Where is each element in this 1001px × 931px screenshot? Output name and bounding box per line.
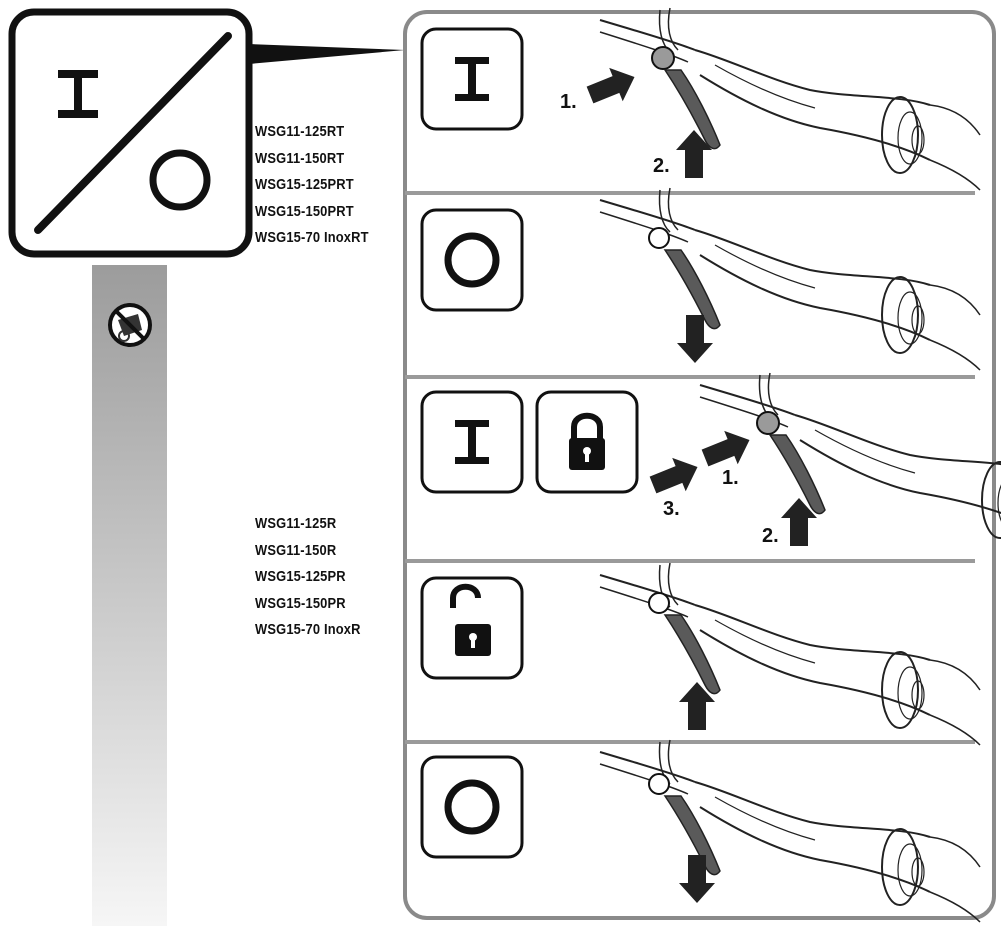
lock-button [648,227,670,249]
off-icon [420,208,524,312]
model-name: WSG15-70 InoxRT [255,229,369,246]
legend-slash [34,32,232,234]
model-name: WSG11-150RT [255,149,345,167]
model-name: WSG15-150PR [255,594,346,612]
model-name: WSG11-125RT [255,123,345,140]
model-name: WSG15-125PRT [255,176,354,193]
lock-button [648,592,670,614]
step-label-2: 2. [653,155,670,177]
locked-padlock-icon [535,390,639,494]
model-name: WSG15-70 InoxR [255,621,361,638]
step-2-switch-off [420,187,981,371]
on-off-legend-box [8,8,253,258]
on-icon [420,390,524,494]
step-3-switch-on-lock: 1. 2. 3. [420,372,1001,556]
lock-button [648,773,670,795]
step-label-1: 1. [560,91,577,113]
models-with-lock-list: WSG11-125RT WSG11-150RT WSG15-125PRT WSG… [255,119,369,252]
lock-button [651,46,675,70]
gradient-bar [92,265,167,926]
on-icon [420,27,524,131]
no-grinding-prohibition-icon [108,303,152,347]
models-without-lock-list: WSG11-125R WSG11-150R WSG15-125PR WSG15-… [255,511,361,644]
model-name: WSG15-125PR [255,568,346,585]
model-name: WSG11-150R [255,541,337,559]
step-1-switch-on: 1. 2. [420,7,981,191]
callout-pointer [249,44,405,64]
model-name: WSG11-125R [255,515,337,532]
unlocked-padlock-icon [420,576,524,680]
step-label-1: 1. [722,467,739,489]
lock-button [756,411,780,435]
step-label-3: 3. [663,498,680,520]
step-5-switch-off [420,739,981,923]
off-icon [420,755,524,859]
step-4-unlock [420,562,981,746]
on-symbol-large [58,70,98,118]
off-symbol-large [149,149,211,211]
step-label-2: 2. [762,525,779,547]
model-name: WSG15-150PRT [255,202,354,220]
